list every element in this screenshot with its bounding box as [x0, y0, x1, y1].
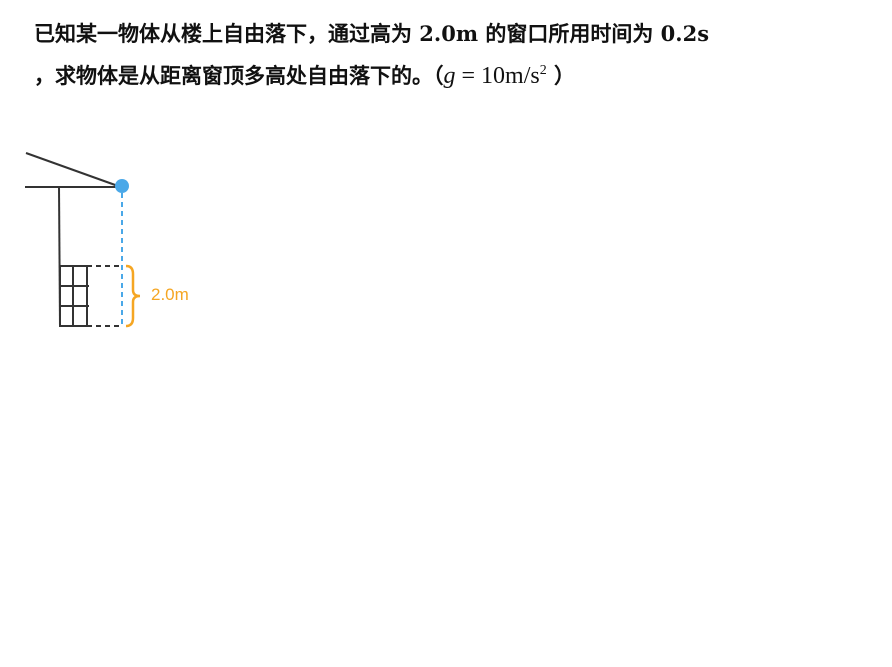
height-brace [125, 264, 141, 328]
question-text: ，求物体是从距离窗顶多高处自由落下的。（ [34, 63, 444, 88]
formula-exponent: 2 [539, 63, 547, 78]
formula-value: = 10m/s [455, 63, 540, 89]
formula-g: g [443, 63, 456, 89]
roof-slope [25, 152, 119, 187]
window-height-label: 2.0m [151, 285, 189, 304]
falling-ball [115, 179, 129, 193]
question-line-2: ，求物体是从距离窗顶多高处自由落下的。（g = 10m/s2 ） [34, 60, 575, 90]
question-end: ） [546, 63, 576, 88]
window [59, 265, 89, 327]
question-line-1: 已知某一物体从楼上自由落下，通过高为 2.0m 的窗口所用时间为 0.2s [34, 21, 710, 46]
formula: g = 10m/s2 [444, 63, 547, 89]
